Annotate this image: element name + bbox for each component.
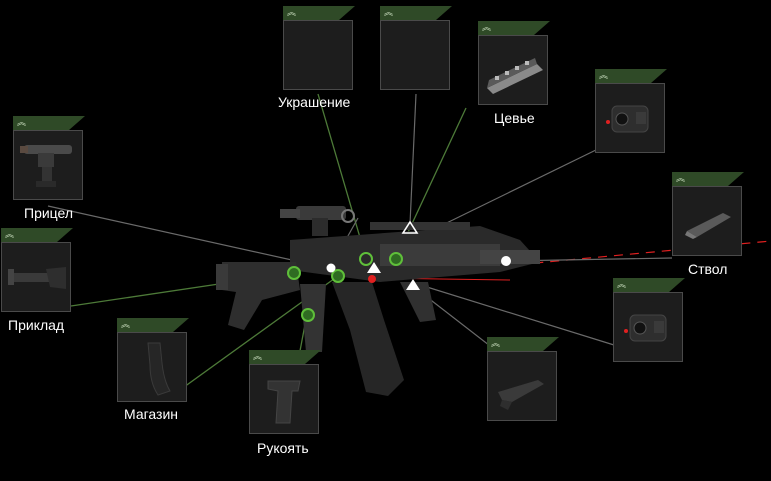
pistol-grip-icon [267, 380, 301, 424]
slot-box[interactable] [117, 332, 187, 402]
slot-header: ︽ [478, 21, 550, 35]
slot-handguard[interactable]: ︽ [478, 21, 550, 105]
slot-grip[interactable]: ︽ [249, 350, 321, 434]
slot-sight[interactable]: ︽ [13, 116, 85, 200]
rail-handguard-icon [487, 58, 543, 94]
slot-header: ︽ [1, 228, 73, 242]
tactical-device-icon [606, 105, 649, 133]
chevron-up-icon: ︽ [287, 7, 297, 17]
slot-magazine[interactable]: ︽ [117, 318, 189, 402]
attach-point-top-triangle [401, 220, 419, 234]
chevron-up-icon: ︽ [253, 351, 263, 361]
attach-point-decor [359, 252, 373, 266]
slot-box[interactable] [249, 364, 319, 434]
attach-point-under-triangle [406, 279, 420, 290]
attach-points[interactable] [287, 209, 511, 322]
laser-dot [368, 275, 376, 283]
slot-label-stock: Приклад [8, 317, 65, 333]
slot-tactical-top[interactable]: ︽ [595, 69, 667, 153]
attach-point-sight [341, 209, 355, 223]
slot-header: ︽ [13, 116, 85, 130]
chevron-up-icon: ︽ [599, 70, 609, 80]
slot-decor[interactable]: ︽ [283, 6, 355, 90]
attach-point-barrel [501, 256, 511, 266]
chevron-up-icon: ︽ [384, 7, 394, 17]
magazine-icon [147, 342, 171, 396]
attach-point-handguard [389, 252, 403, 266]
slot-header: ︽ [249, 350, 321, 364]
slot-box[interactable] [13, 130, 83, 200]
slot-tactical-side[interactable]: ︽ [613, 278, 685, 362]
chevron-up-icon: ︽ [17, 117, 27, 127]
slot-header: ︽ [672, 172, 744, 186]
attach-point-rail-triangle [367, 262, 381, 273]
chevron-up-icon: ︽ [617, 279, 627, 289]
slot-label-decor: Украшение [278, 94, 351, 110]
attach-point-grip [301, 308, 315, 322]
slot-header: ︽ [380, 6, 452, 20]
foregrip-icon [498, 380, 544, 410]
slot-box[interactable] [613, 292, 683, 362]
slot-box[interactable] [1, 242, 71, 312]
slot-stock[interactable]: ︽ [1, 228, 73, 312]
slot-foregrip[interactable]: ︽ [487, 337, 559, 421]
chevron-up-icon: ︽ [676, 173, 686, 183]
chevron-up-icon: ︽ [482, 22, 492, 32]
slot-label-sight: Прицел [24, 205, 74, 221]
slot-box[interactable] [487, 351, 557, 421]
slot-header: ︽ [595, 69, 667, 83]
slot-header: ︽ [487, 337, 559, 351]
tactical-device-icon [624, 314, 667, 342]
slot-label-grip: Рукоять [257, 440, 309, 456]
slot-box[interactable] [478, 35, 548, 105]
slot-barrel[interactable]: ︽ [672, 172, 744, 256]
rifle-model [216, 206, 540, 396]
scope-icon [20, 145, 72, 187]
slot-header: ︽ [283, 6, 355, 20]
slot-top[interactable]: ︽ [380, 6, 452, 90]
slot-box[interactable] [595, 83, 665, 153]
slot-box[interactable] [283, 20, 353, 90]
muzzle-brake-icon [685, 213, 731, 239]
chevron-up-icon: ︽ [491, 338, 501, 348]
chevron-up-icon: ︽ [5, 229, 15, 239]
slot-box[interactable] [672, 186, 742, 256]
stock-icon [8, 267, 66, 289]
attach-point-white [326, 263, 336, 273]
slot-header: ︽ [117, 318, 189, 332]
attach-point-stock [287, 266, 301, 280]
slot-header: ︽ [613, 278, 685, 292]
chevron-up-icon: ︽ [121, 319, 131, 329]
slot-label-handguard: Цевье [494, 110, 535, 126]
slot-label-barrel: Ствол [688, 261, 728, 277]
slot-label-magazine: Магазин [124, 406, 179, 422]
attach-point-magazine [331, 269, 345, 283]
slot-box[interactable] [380, 20, 450, 90]
